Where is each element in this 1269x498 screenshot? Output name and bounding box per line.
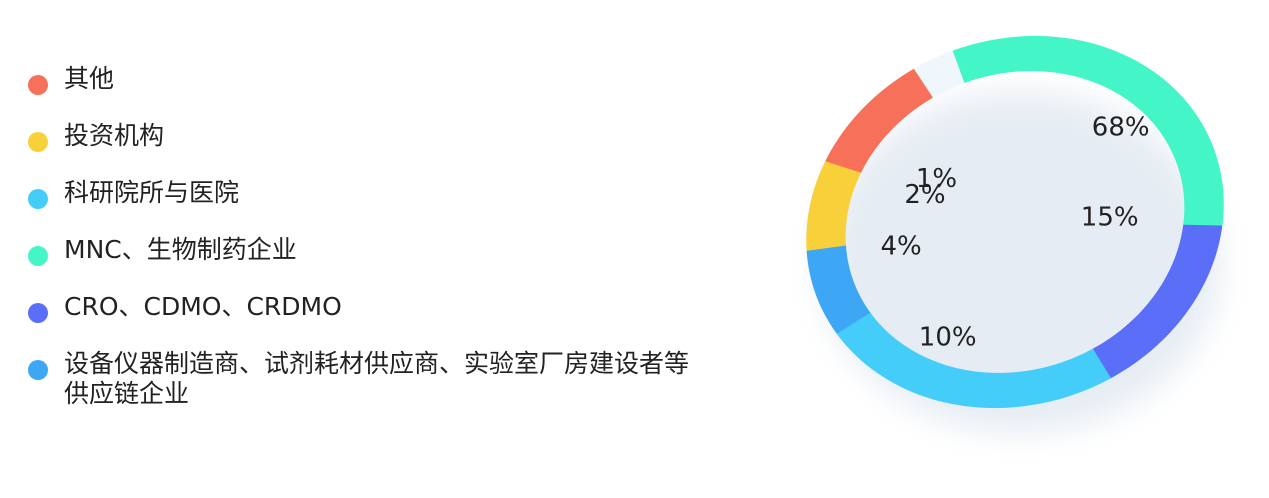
legend-label: 科研院所与医院 — [64, 178, 240, 207]
legend-swatch — [28, 303, 48, 323]
donut-data-label: 15% — [1081, 203, 1139, 233]
donut-data-label: 1% — [916, 164, 957, 194]
donut-slice — [806, 244, 871, 334]
donut-data-label: 68% — [1092, 112, 1150, 142]
legend-swatch — [28, 189, 48, 209]
legend-label: 投资机构 — [64, 121, 165, 150]
legend-label: 其他 — [64, 64, 115, 93]
donut-slice — [836, 311, 1111, 409]
legend-item-mnc-biopharma: MNC、生物制药企业 — [28, 235, 773, 266]
donut-slice — [1091, 224, 1223, 379]
donut-labels: 68% 15% 10% 4% 2%1% — [880, 112, 1149, 352]
donut-data-label: 2% — [904, 180, 945, 210]
legend-item-cro-cdmo: CRO、CDMO、CRDMO — [28, 292, 773, 323]
donut-remainder — [912, 50, 965, 99]
donut-slice — [952, 35, 1224, 227]
chart-legend: 其他 投资机构 科研院所与医院 MNC、生物制药企业 CRO、CDMO、CRDM… — [28, 64, 773, 436]
legend-label: CRO、CDMO、CRDMO — [64, 292, 342, 321]
legend-label: 设备仪器制造商、试剂耗材供应商、实验室厂房建设者等 供应链企业 — [64, 349, 690, 408]
legend-swatch — [28, 75, 48, 95]
donut-slice — [825, 68, 933, 173]
donut-chart: 68% 15% 10% 4% 2%1% — [806, 35, 1224, 432]
donut-data-label: 10% — [919, 322, 977, 352]
legend-label: MNC、生物制药企业 — [64, 235, 297, 264]
donut-chart-area: 68% 15% 10% 4% 2%1% — [780, 0, 1269, 498]
legend-swatch — [28, 132, 48, 152]
legend-item-research-hospitals: 科研院所与医院 — [28, 178, 773, 209]
legend-swatch — [28, 360, 48, 380]
legend-item-supply-chain: 设备仪器制造商、试剂耗材供应商、实验室厂房建设者等 供应链企业 — [28, 349, 773, 409]
legend-swatch — [28, 246, 48, 266]
legend-item-investors: 投资机构 — [28, 121, 773, 152]
donut-slice — [806, 160, 862, 251]
donut-slices — [806, 35, 1224, 409]
legend-item-other: 其他 — [28, 64, 773, 95]
donut-data-label: 4% — [880, 232, 921, 262]
